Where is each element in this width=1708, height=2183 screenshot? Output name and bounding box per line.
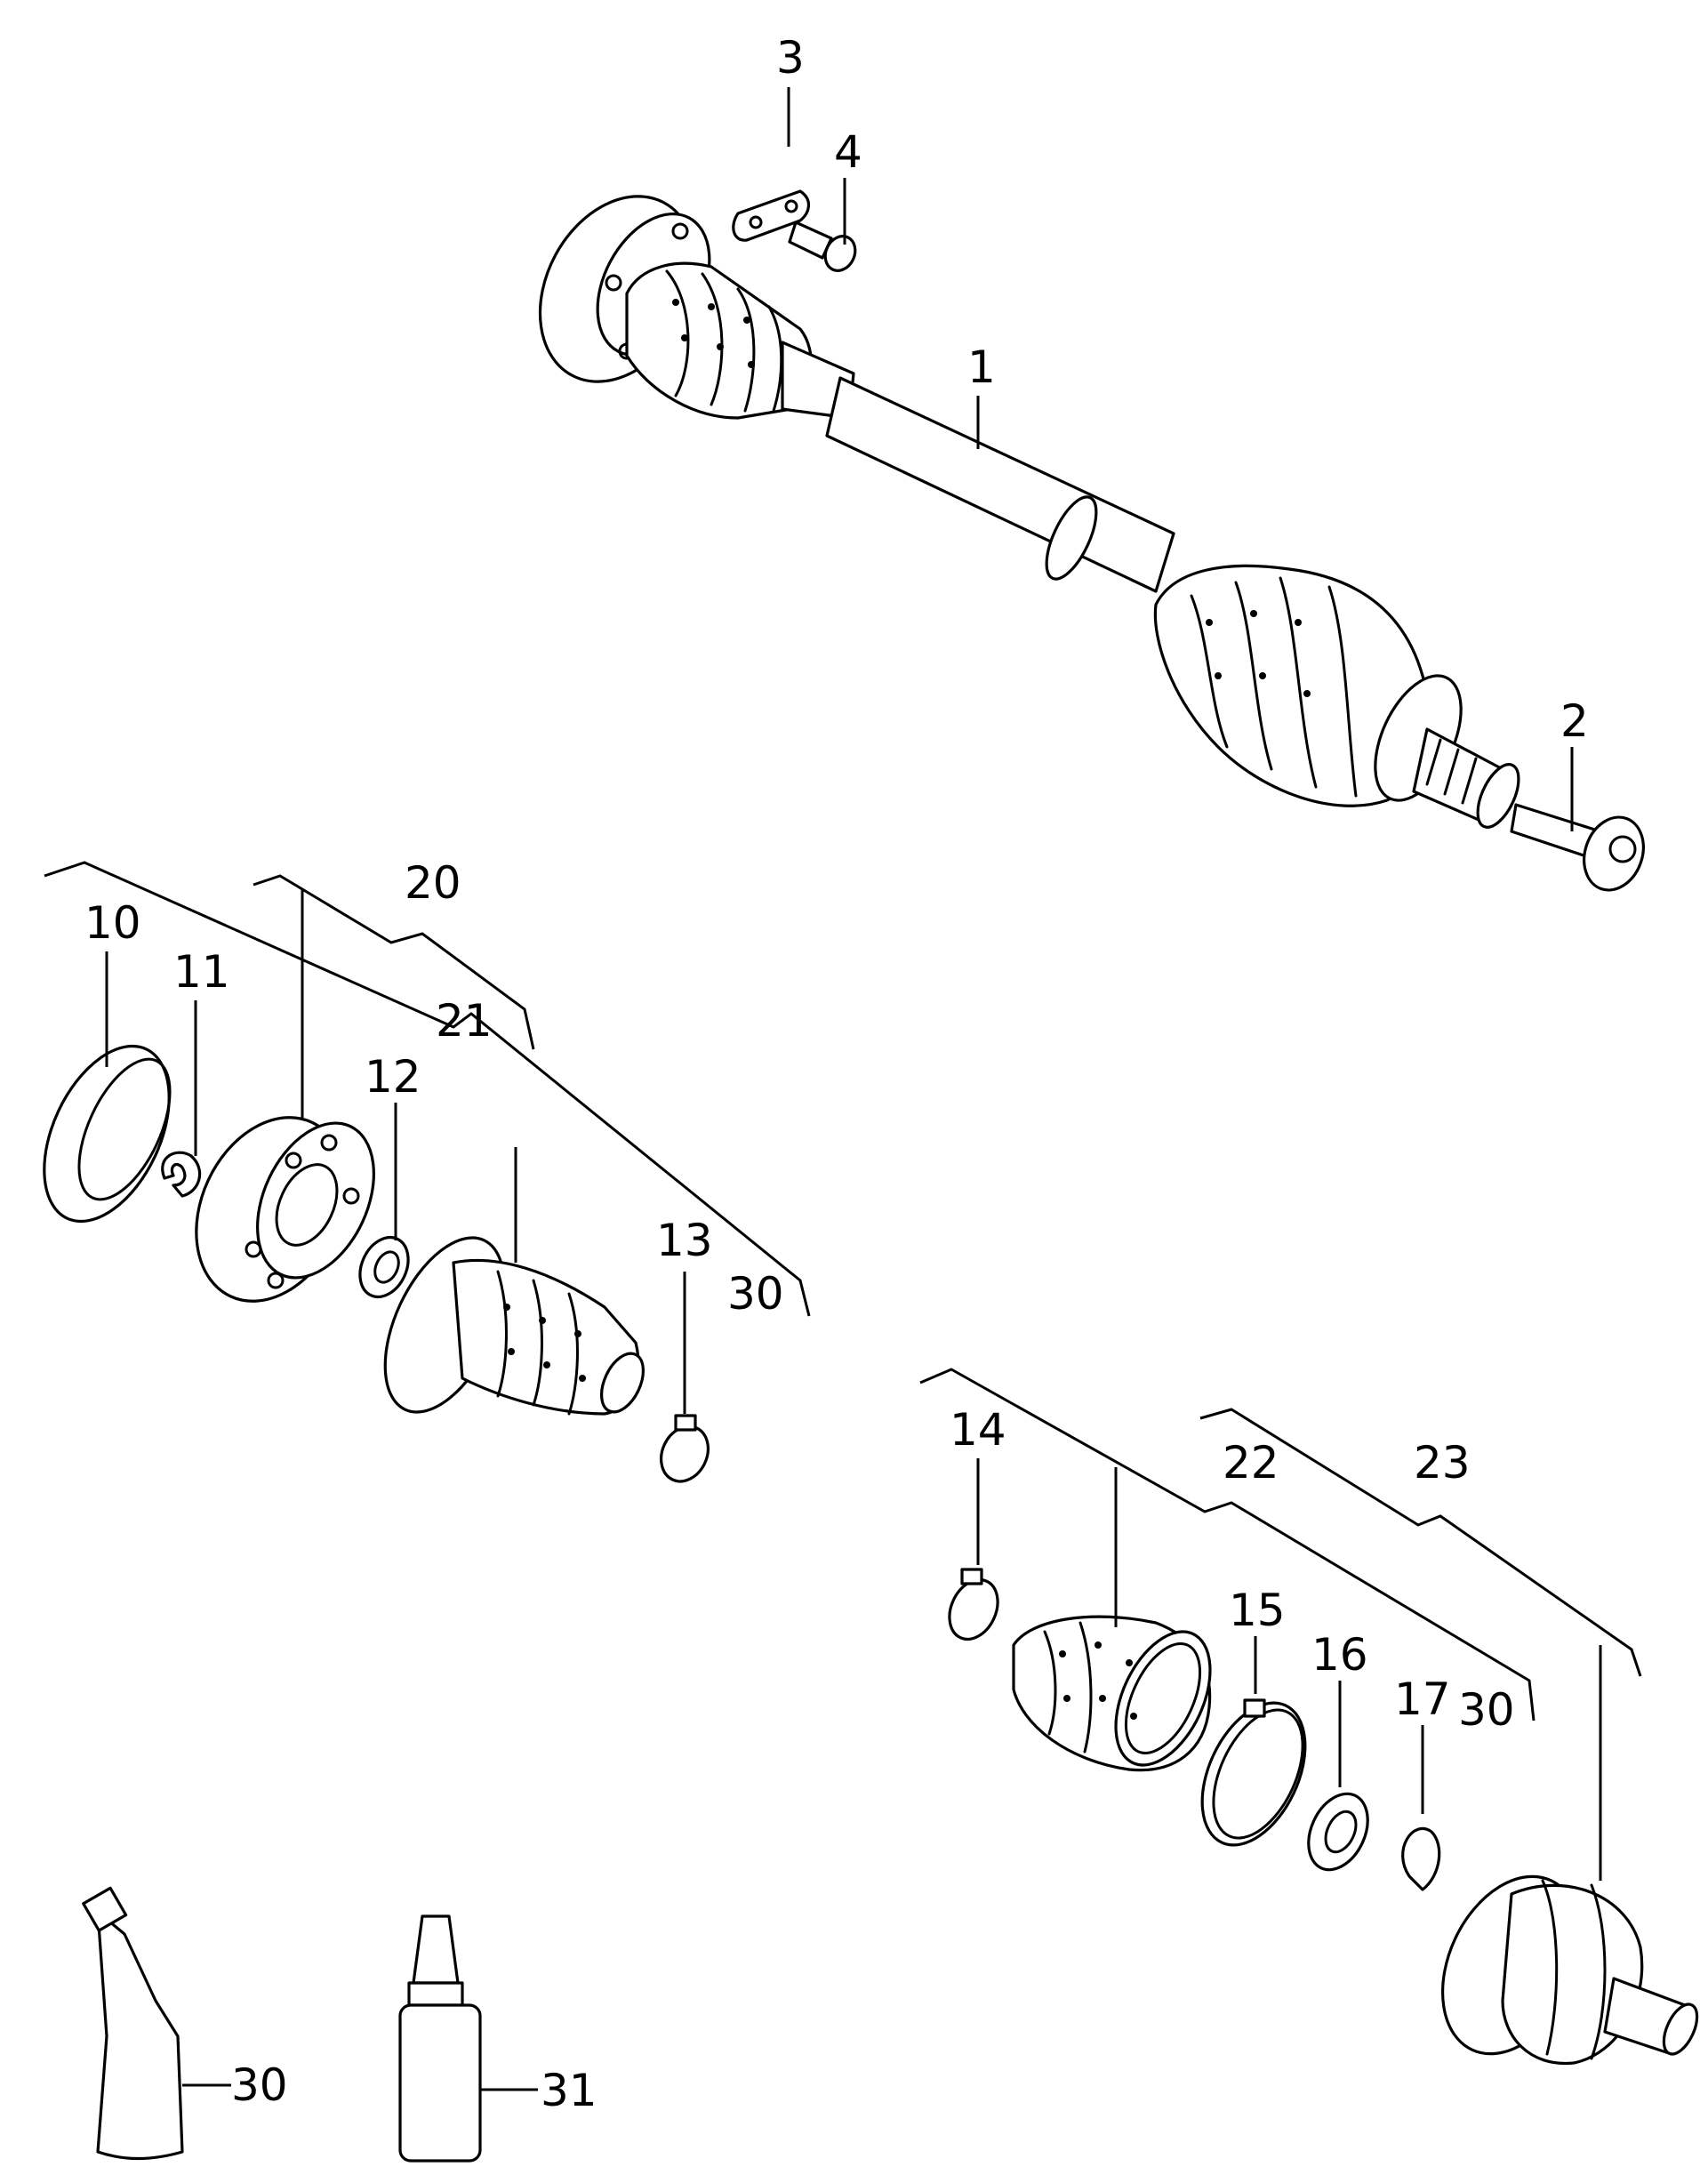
inner-joint-protective-boot: [383, 1236, 645, 1416]
callout-22: 22: [1223, 1437, 1279, 1489]
callout-labels: 3 4 1 2 10 11 20 21 12 13 30 14 22 23 15…: [84, 32, 1589, 2116]
drive-shaft-tube: [825, 376, 1175, 593]
callout-16: 16: [1311, 1629, 1368, 1681]
callout-3: 3: [776, 32, 805, 84]
callout-10: 10: [84, 897, 141, 949]
inner-joint-boot: [625, 261, 855, 420]
boot-texture-dots: [672, 299, 1311, 697]
hub-bolt: [1510, 803, 1645, 892]
callout-21: 21: [436, 995, 493, 1047]
hose-clamp-large-right: [1200, 1698, 1307, 1847]
outer-cv-joint: [1440, 1874, 1699, 2066]
locking-plate: [732, 189, 810, 242]
socket-head-bolt: [788, 221, 857, 272]
callout-30-lower: 30: [1458, 1684, 1515, 1736]
callout-31: 31: [541, 2065, 597, 2116]
callout-12: 12: [365, 1051, 421, 1103]
callout-17: 17: [1394, 1673, 1451, 1725]
hose-clamp-small: [660, 1414, 710, 1483]
outer-joint-protective-boot: [1012, 1615, 1212, 1772]
callout-11: 11: [173, 946, 230, 998]
grease-tube: [82, 1886, 184, 2161]
callout-23: 23: [1414, 1437, 1471, 1489]
callout-30-upper: 30: [727, 1268, 784, 1320]
callout-30-tube: 30: [231, 2059, 288, 2111]
callout-2: 2: [1560, 695, 1589, 747]
outer-circlip: [1401, 1826, 1441, 1891]
thrust-washer: [1307, 1792, 1369, 1872]
dust-cap: [43, 1044, 172, 1224]
circlip: [161, 1151, 202, 1198]
drive-shaft-assembly: [538, 195, 1520, 829]
leader-lines: [44, 87, 1642, 2091]
callout-14: 14: [950, 1404, 1006, 1456]
dished-washer: [358, 1235, 410, 1299]
callout-13: 13: [656, 1215, 713, 1266]
callout-20: 20: [405, 857, 461, 909]
outer-joint-stub-shaft: [1412, 727, 1520, 829]
inner-joint-kit-parts: [43, 1044, 710, 1483]
cv-joint-flange: [195, 1116, 375, 1303]
callout-1: 1: [967, 341, 996, 393]
sealant-bottle: [398, 1914, 482, 2163]
hose-clamp-large-left: [948, 1568, 999, 1641]
callout-4: 4: [834, 126, 862, 178]
outer-joint-kit-parts: [948, 1568, 1699, 2066]
callout-15: 15: [1229, 1585, 1286, 1636]
